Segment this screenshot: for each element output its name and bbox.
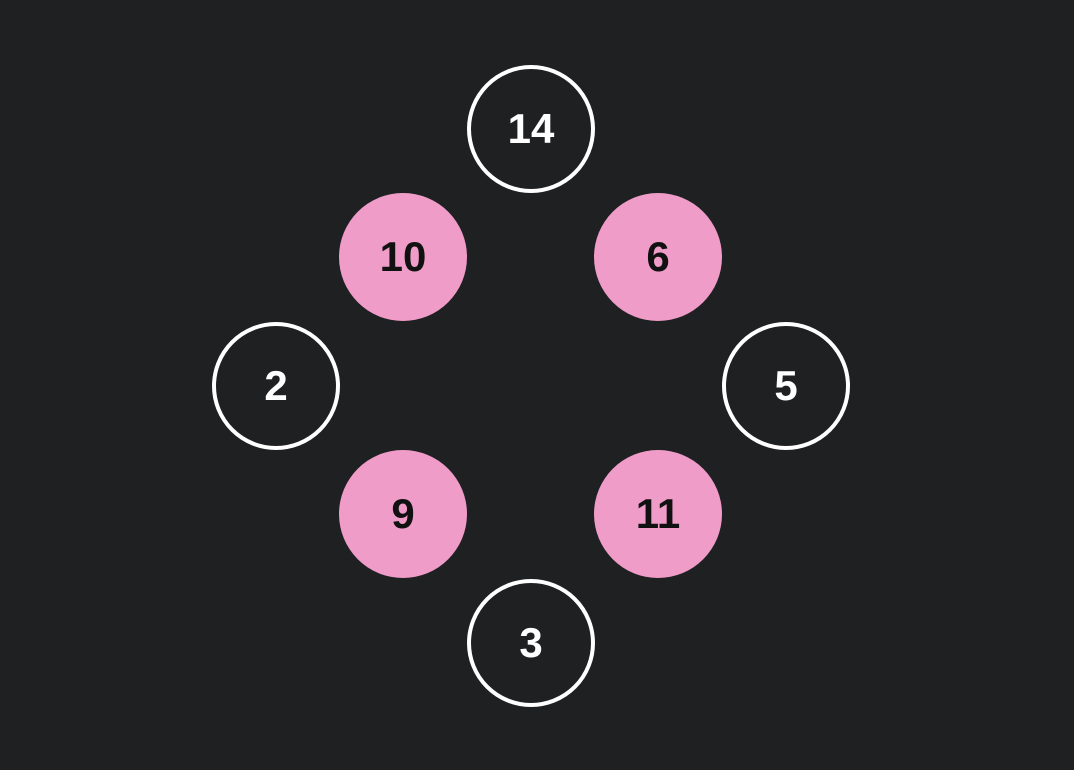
node-lower-right[interactable]: 11: [594, 450, 722, 578]
node-lower-left[interactable]: 9: [339, 450, 467, 578]
node-right-value: 5: [774, 362, 798, 409]
node-upper-left[interactable]: 10: [339, 193, 467, 321]
node-upper-left-value: 10: [379, 233, 427, 280]
node-left[interactable]: 2: [212, 322, 340, 450]
node-top[interactable]: 14: [467, 65, 595, 193]
node-right[interactable]: 5: [722, 322, 850, 450]
node-lower-right-value: 11: [635, 490, 681, 537]
node-bottom-value: 3: [519, 619, 543, 666]
node-bottom[interactable]: 3: [467, 579, 595, 707]
node-upper-right[interactable]: 6: [594, 193, 722, 321]
node-top-value: 14: [507, 105, 555, 152]
node-upper-right-value: 6: [646, 233, 670, 280]
node-left-value: 2: [264, 362, 288, 409]
node-lower-left-value: 9: [391, 490, 415, 537]
